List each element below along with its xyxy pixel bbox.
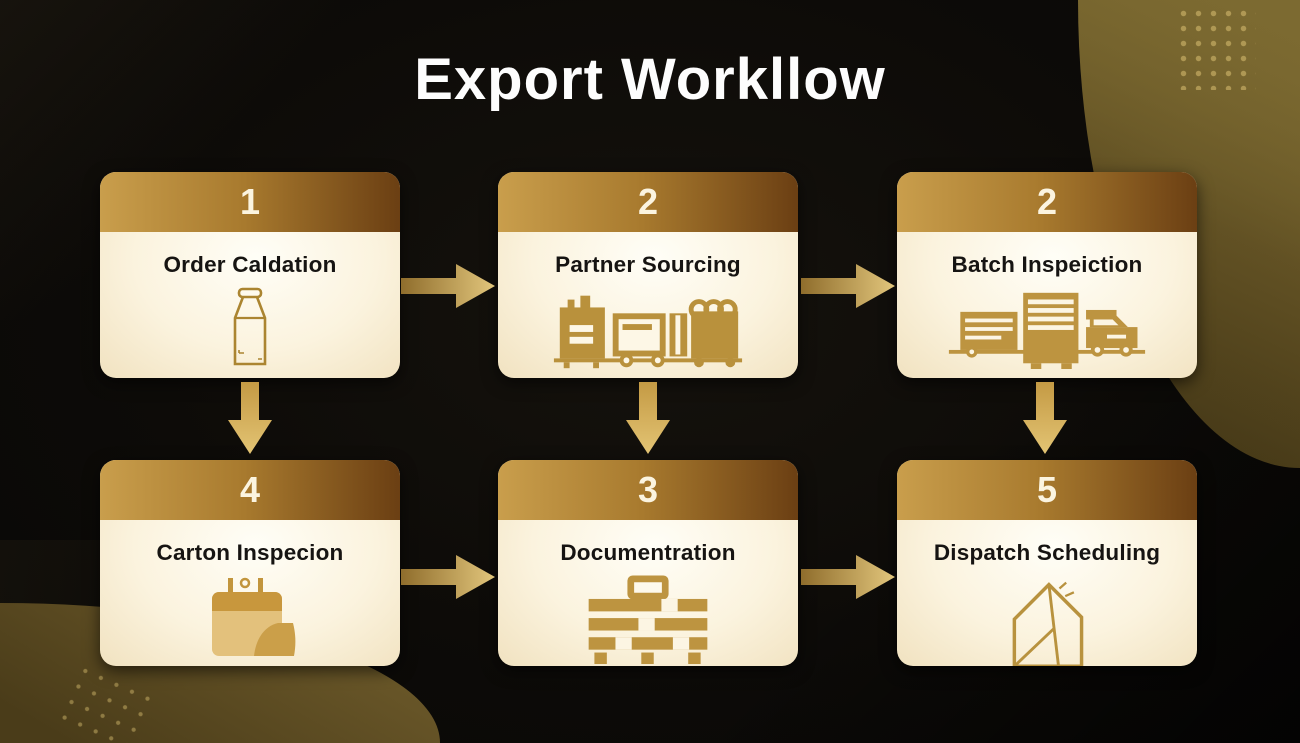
step-label: Partner Sourcing bbox=[555, 252, 741, 277]
workflow-step-card-6: 5 Dispatch Scheduling bbox=[897, 460, 1197, 666]
workflow-step-card-1: 1 Order Caldation bbox=[100, 172, 400, 378]
arrow-right-icon bbox=[401, 555, 495, 599]
card-2-header: 2 bbox=[498, 172, 798, 232]
carton-package-icon bbox=[233, 287, 267, 366]
step-number: 4 bbox=[239, 469, 261, 510]
step-label: Dispatch Scheduling bbox=[933, 540, 1161, 565]
page-title: Export Workllow bbox=[414, 47, 886, 112]
card-5-header: 3 bbox=[498, 460, 798, 520]
step-number: 1 bbox=[239, 181, 261, 222]
step-number: 2 bbox=[1036, 181, 1058, 222]
arrow-down-icon bbox=[228, 382, 272, 454]
card-4-header: 4 bbox=[100, 460, 400, 520]
workflow-step-card-5: 3 Documentration bbox=[498, 460, 798, 666]
dispatch-envelope-icon bbox=[1012, 581, 1084, 666]
card-1-header: 1 bbox=[100, 172, 400, 232]
step-number: 5 bbox=[1036, 469, 1058, 510]
workflow-step-card-3: 2 Batch Inspeiction bbox=[897, 172, 1197, 378]
arrow-down-icon bbox=[626, 382, 670, 454]
workflow-step-card-2: 2 Partner Sourcing bbox=[498, 172, 798, 378]
cargo-carts-icon bbox=[553, 295, 743, 369]
trucks-icon bbox=[948, 292, 1146, 369]
dot-pattern-top-right bbox=[1176, 6, 1256, 90]
step-label: Carton Inspecion bbox=[156, 540, 344, 565]
arrow-down-icon bbox=[1023, 382, 1067, 454]
step-label: Order Caldation bbox=[163, 252, 337, 277]
step-label: Documentration bbox=[560, 540, 736, 565]
step-number: 3 bbox=[637, 469, 659, 510]
card-6-header: 5 bbox=[897, 460, 1197, 520]
card-3-header: 2 bbox=[897, 172, 1197, 232]
pallet-icon bbox=[588, 575, 708, 665]
step-label: Batch Inspeiction bbox=[951, 252, 1143, 277]
workflow-step-card-4: 4 Carton Inspecion bbox=[100, 460, 400, 666]
calendar-icon bbox=[212, 577, 296, 656]
step-number: 2 bbox=[637, 181, 659, 222]
arrow-right-icon bbox=[401, 264, 495, 308]
arrow-right-icon bbox=[801, 264, 895, 308]
arrow-right-icon bbox=[801, 555, 895, 599]
